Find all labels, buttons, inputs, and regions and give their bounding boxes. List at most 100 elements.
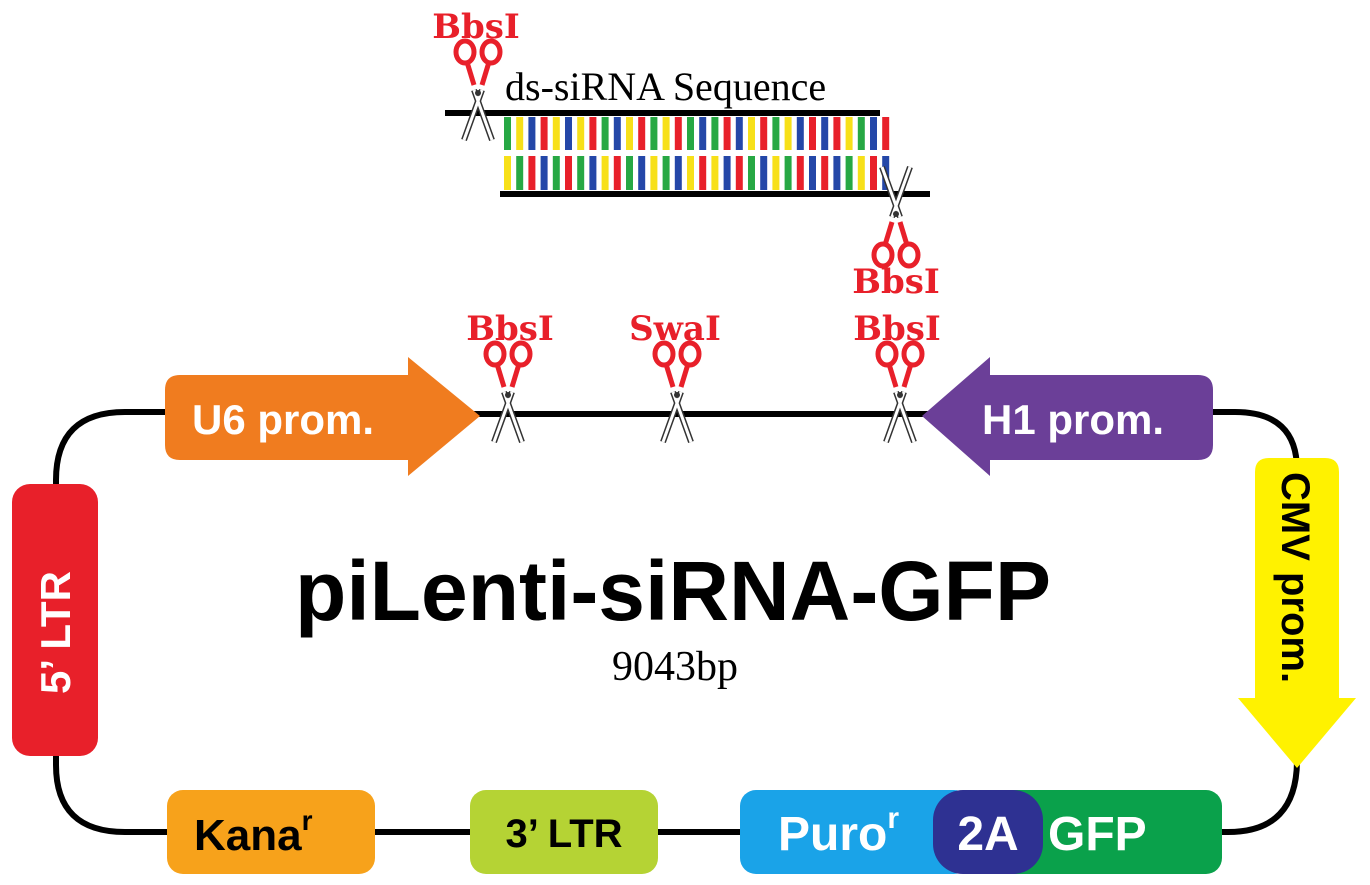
plasmid-title: piLenti-siRNA-GFP <box>295 544 1051 638</box>
insert-bases-top <box>504 117 890 150</box>
base-bar <box>674 117 682 150</box>
base-bar <box>748 117 755 150</box>
base-bar <box>711 156 719 190</box>
base-bar <box>833 117 841 150</box>
puro-box <box>740 790 970 874</box>
scissor-icon <box>874 167 918 266</box>
ltr3: 3’ LTR <box>470 790 658 874</box>
base-bar <box>613 156 621 190</box>
cmv-promoter: CMV prom. <box>1238 458 1356 768</box>
base-bar <box>638 156 646 190</box>
h1-promoter-arrow <box>922 357 1213 476</box>
scissor-icon <box>655 343 699 442</box>
base-bar <box>845 117 853 150</box>
base-bar <box>528 156 536 190</box>
u6-promoter-arrow <box>165 357 480 476</box>
insert-label: ds-siRNA Sequence <box>505 64 826 109</box>
base-bar <box>589 117 597 150</box>
kana: Kanar <box>167 790 375 874</box>
insert-bases-bottom <box>504 156 890 190</box>
base-bar <box>870 156 877 190</box>
ltr5-label: 5’ LTR <box>32 571 79 694</box>
base-bar <box>613 117 621 150</box>
base-bar <box>626 156 633 190</box>
plasmid-size: 9043bp <box>612 644 738 690</box>
base-bar <box>723 156 731 190</box>
base-bar <box>662 117 670 150</box>
site-bbsi-left-label: BbsI <box>466 309 554 349</box>
base-bar <box>565 156 572 190</box>
scissor-icon <box>486 343 530 442</box>
base-bar <box>772 156 780 190</box>
base-bar <box>735 117 743 150</box>
cmv-promoter-label: CMV prom. <box>1273 472 1317 683</box>
base-bar <box>845 156 853 190</box>
puro-2a-gfp: Puror 2A GFP <box>740 790 1222 874</box>
u6-promoter-label: U6 prom. <box>192 396 374 443</box>
base-bar <box>516 156 524 190</box>
base-bar <box>760 117 768 150</box>
puro-label: Puror <box>778 802 899 861</box>
t2a-label: 2A <box>957 808 1018 861</box>
base-bar <box>601 156 609 190</box>
t2a-box <box>933 790 1043 874</box>
base-bar <box>882 117 890 150</box>
base-bar <box>821 156 829 190</box>
base-bar <box>809 117 816 150</box>
base-bar <box>711 117 719 150</box>
base-bar <box>870 117 877 150</box>
backbone-right <box>1205 409 1300 835</box>
insert-site-left-label: BbsI <box>432 7 520 47</box>
base-bar <box>809 156 816 190</box>
u6-promoter: U6 prom. <box>165 357 480 476</box>
base-bar <box>699 156 707 190</box>
h1-promoter-label: H1 prom. <box>982 396 1164 443</box>
ltr5: 5’ LTR <box>12 484 98 756</box>
site-swai-label: SwaI <box>629 309 721 349</box>
ds-sirna-insert: ds-siRNA Sequence BbsI BbsI <box>432 7 940 302</box>
base-bar <box>650 117 658 150</box>
base-bar <box>760 156 768 190</box>
base-bar <box>687 156 694 190</box>
base-bar <box>674 156 682 190</box>
kana-label: Kanar <box>194 805 313 860</box>
base-bar <box>796 156 804 190</box>
base-bar <box>626 117 633 150</box>
ltr5-box <box>12 484 98 756</box>
base-bar <box>565 117 572 150</box>
base-bar <box>833 156 841 190</box>
gfp-box <box>990 790 1222 874</box>
base-bar <box>699 117 707 150</box>
base-bar <box>662 156 670 190</box>
base-bar <box>723 117 731 150</box>
ltr3-box <box>470 790 658 874</box>
base-bar <box>650 156 658 190</box>
base-bar <box>857 117 865 150</box>
base-bar <box>857 156 865 190</box>
base-bar <box>687 117 694 150</box>
kana-label-sup: r <box>302 805 313 836</box>
scissor-icon <box>878 343 922 442</box>
base-bar <box>784 117 792 150</box>
h1-promoter: H1 prom. <box>922 357 1213 476</box>
site-bbsi-right-label: BbsI <box>853 309 941 349</box>
base-bar <box>784 156 792 190</box>
scissor-icon <box>456 41 500 140</box>
base-bar <box>748 156 755 190</box>
base-bar <box>552 117 560 150</box>
base-bar <box>516 117 524 150</box>
cmv-promoter-arrow <box>1238 458 1356 768</box>
base-bar <box>589 156 597 190</box>
base-bar <box>638 117 646 150</box>
base-bar <box>552 156 560 190</box>
base-bar <box>821 117 829 150</box>
gfp-label: GFP <box>1048 808 1147 861</box>
kana-label-text: Kana <box>194 811 302 860</box>
ltr3-label: 3’ LTR <box>505 812 622 856</box>
base-bar <box>577 156 585 190</box>
base-bar <box>735 156 743 190</box>
base-bar <box>796 117 804 150</box>
base-bar <box>504 117 511 150</box>
base-bar <box>601 117 609 150</box>
